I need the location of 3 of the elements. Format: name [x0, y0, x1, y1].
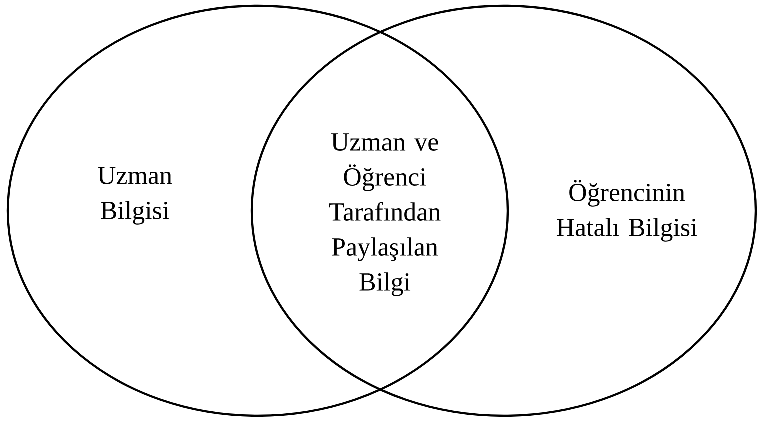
overlap-label: Uzman ve Öğrenci Tarafından Paylaşılan Bilgi	[329, 134, 441, 296]
ellipse-label: Uzman Bilgisi	[98, 167, 172, 225]
ellipse-label: Öğrencinin Hatalı Bilgisi	[557, 180, 698, 242]
